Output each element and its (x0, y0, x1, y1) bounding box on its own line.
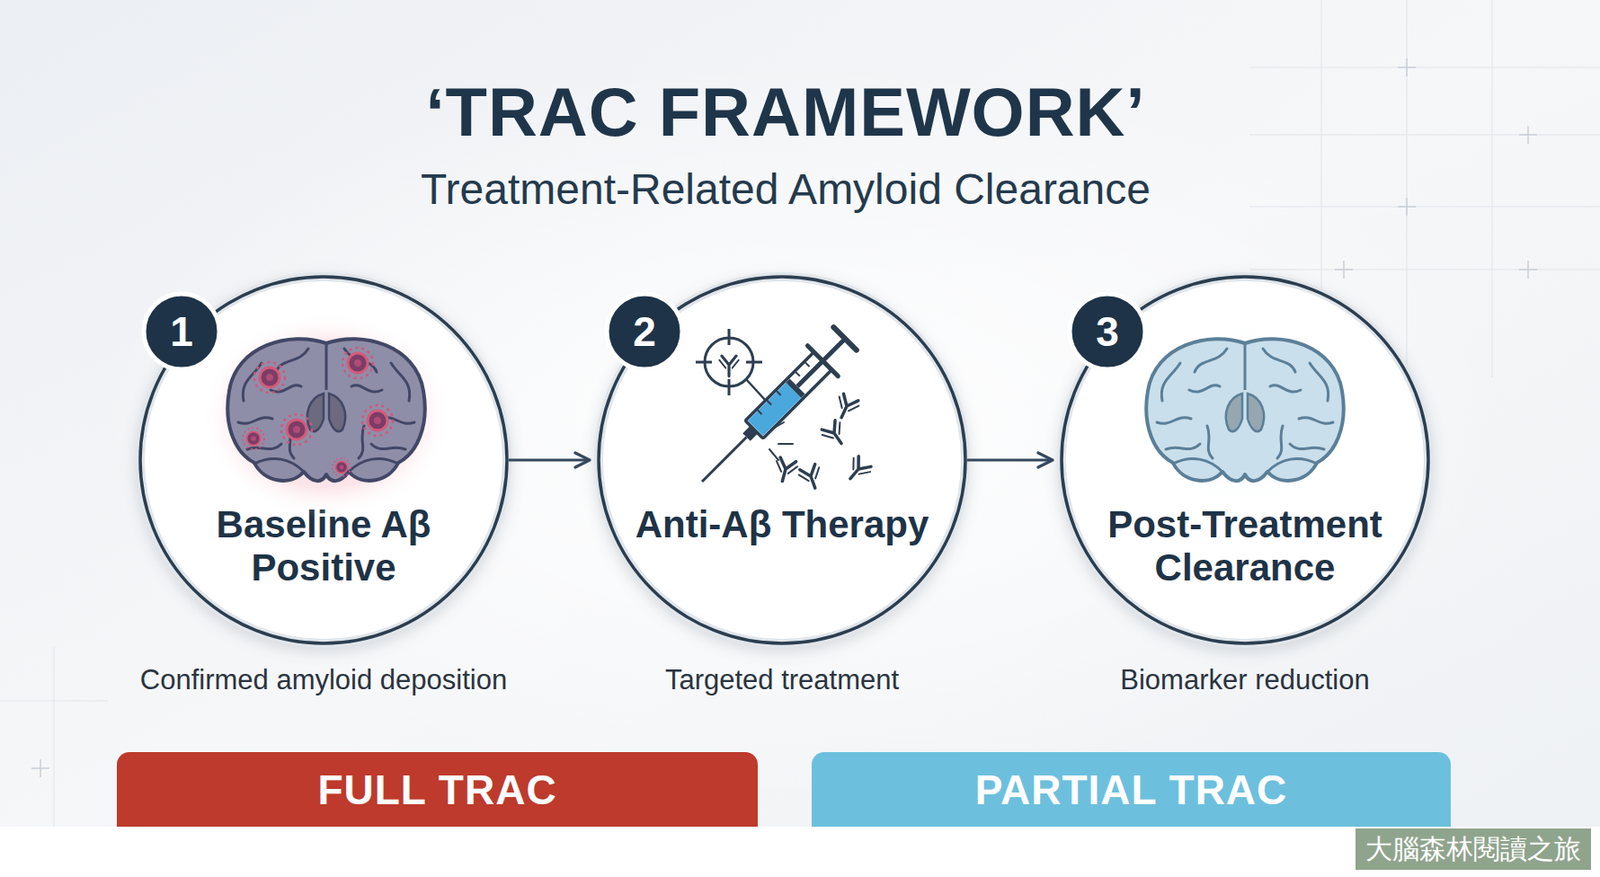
target-icon (719, 355, 739, 377)
flow-arrow (508, 459, 590, 463)
step-caption: Targeted treatment (532, 663, 1032, 698)
circle-border (598, 276, 966, 644)
clear-brain (1123, 316, 1367, 515)
step-title: Post-Treatment Clearance (1069, 503, 1421, 590)
antibody-icons (842, 454, 873, 487)
grid-crosses (1334, 260, 1353, 279)
antibody-icons (819, 418, 851, 450)
antibody-icons (831, 392, 861, 423)
amyloid-brain (281, 414, 312, 445)
grid-crosses (1397, 58, 1416, 77)
callout-number: 2 (606, 293, 683, 370)
grid-lines (0, 701, 108, 703)
flow-arrow (967, 459, 1053, 463)
grid-crosses (31, 58, 1538, 778)
circle-border (140, 276, 507, 644)
target-icon (704, 337, 754, 387)
step-caption: Biomarker reduction (995, 663, 1495, 698)
step-title: Baseline Aβ Positive (148, 503, 499, 590)
circle-halo (140, 276, 507, 644)
amyloid-brain (332, 458, 351, 477)
step-caption: Confirmed amyloid deposition (73, 663, 574, 698)
syringe-icon (747, 382, 801, 436)
syringe-icon (686, 323, 861, 498)
amyloid-brain (227, 338, 425, 481)
syringe-icon (807, 346, 838, 377)
clear-brain (1146, 338, 1343, 481)
grid-lines (1249, 134, 1600, 136)
clear-brain (1123, 316, 1367, 515)
number-badges (143, 293, 1146, 370)
syringe-icon (745, 352, 832, 439)
circle-halo (1061, 276, 1429, 644)
syringe-icon (742, 426, 758, 442)
syringe-icon (702, 437, 747, 482)
bottom-strip (0, 826, 1600, 877)
antibody-icons (769, 422, 793, 461)
grid-lines (1249, 206, 1600, 208)
grid-lines (1249, 67, 1600, 69)
target-icon (746, 379, 766, 401)
subtitle: Treatment-Related Amyloid Clearance (246, 161, 1325, 216)
callout-number: 3 (1069, 293, 1146, 370)
syringe-icon (756, 408, 763, 415)
syringe-icon (775, 390, 782, 396)
syringe-icon (833, 327, 856, 350)
circle-halo (598, 276, 966, 644)
syringe-icon (785, 378, 805, 398)
amyloid-brain (200, 311, 453, 519)
bar-label: PARTIAL TRAC (811, 752, 1451, 827)
callout-number: 1 (143, 293, 220, 370)
grid-crosses (1397, 197, 1416, 216)
target-icon (695, 328, 763, 396)
amyloid-brain (254, 362, 285, 393)
target-icon (695, 328, 766, 401)
number-badges (143, 293, 220, 370)
grid-lines (53, 647, 55, 827)
category-bar: FULL TRAC (116, 752, 758, 827)
diagram-title: ‘TRAC FRAMEWORK’ (246, 71, 1325, 153)
amyloid-brain (362, 405, 393, 436)
step-title: Anti-Aβ Therapy (606, 503, 958, 547)
syringe-icon (794, 371, 800, 377)
grid-lines (0, 0, 1600, 827)
antibody-icons (769, 392, 873, 492)
number-badges (1069, 293, 1146, 370)
bar-label: FULL TRAC (116, 752, 758, 827)
grid-lines (1249, 269, 1600, 271)
category-bar: PARTIAL TRAC (811, 752, 1451, 827)
syringe-icon (797, 338, 845, 387)
grid-lines (1492, 0, 1494, 378)
circle-border (1061, 276, 1429, 644)
antibody-icons (797, 463, 826, 493)
antibody-icons (772, 456, 800, 484)
syringe-icon (804, 361, 810, 367)
watermark: 大腦森林閱讀之旅 (1355, 828, 1592, 871)
grid-crosses (1519, 260, 1538, 279)
amyloid-brain (242, 427, 265, 450)
amyloid-brain (342, 347, 374, 379)
grid-crosses (1519, 125, 1538, 144)
number-badges (606, 293, 683, 370)
syringe-icon (756, 361, 810, 415)
amyloid-brain (200, 311, 453, 519)
grid-lines (1406, 0, 1408, 378)
grid-crosses (31, 759, 50, 778)
syringe-icon (765, 400, 772, 406)
